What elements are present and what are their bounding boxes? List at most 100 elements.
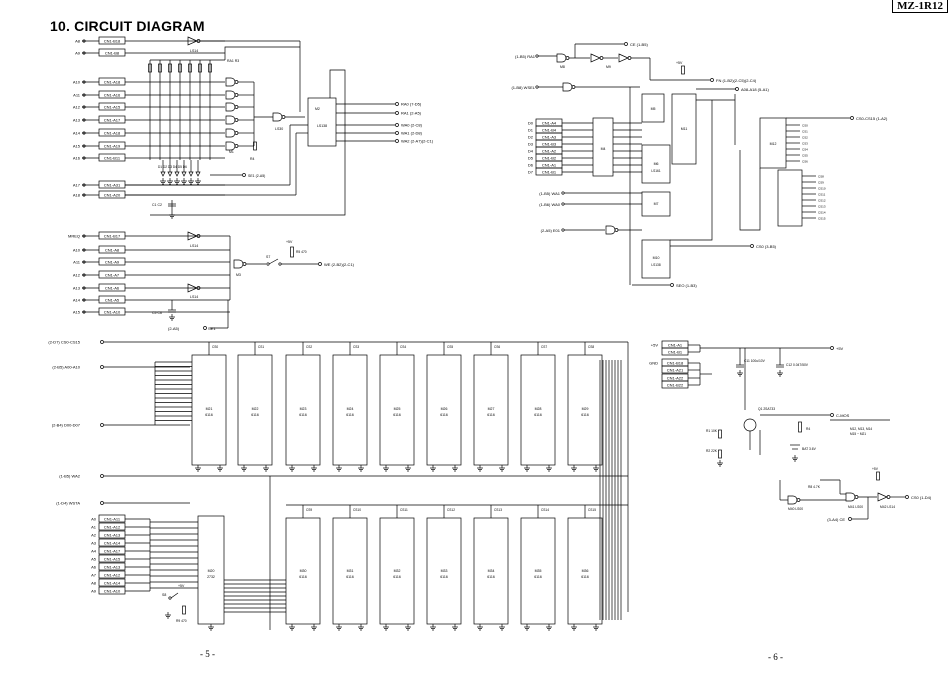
cs-label: CS2 xyxy=(802,136,808,140)
buffer-gate-symbol xyxy=(590,53,601,63)
ground-symbol xyxy=(405,624,411,631)
cs-label: CS13 xyxy=(818,205,826,209)
ic-m10 xyxy=(641,239,671,279)
ground-symbol xyxy=(311,624,317,631)
pullup-resistor xyxy=(178,63,182,73)
connector-pin-label: CN1-A22 xyxy=(667,376,684,381)
ground-symbol xyxy=(195,178,201,185)
input-signal-label: D4 xyxy=(528,149,534,154)
inverter-bubble xyxy=(196,286,201,290)
input-terminal xyxy=(535,85,539,89)
connector-pin-label: CN1-B18 xyxy=(667,361,684,366)
wire xyxy=(670,100,713,241)
connector-pin-label: CN1-A9 xyxy=(105,260,120,265)
connector-pin-label: CN1-A11 xyxy=(104,517,121,522)
part-ref-label: D1 D2 D3 D4 D5 D6 xyxy=(158,165,187,169)
ic-ref-label: M29 xyxy=(582,407,589,411)
ground-symbol xyxy=(160,178,166,185)
output-signal-label: WE (2-B2)(2-C1) xyxy=(324,262,355,267)
input-signal-label: A12 xyxy=(73,105,81,110)
output-signal-label: CS0 (3-B5) xyxy=(756,244,777,249)
ic-ref-label: M31 xyxy=(347,569,354,573)
ic-ref-label: M6 xyxy=(654,162,659,166)
output-terminal xyxy=(905,495,909,499)
connector-pin-label: CN1-A16 xyxy=(104,93,121,98)
part-ref-label: M40 LS00 xyxy=(788,507,803,511)
ground-symbol xyxy=(165,612,171,619)
input-terminal xyxy=(82,80,86,84)
pullup-resistor xyxy=(158,63,162,73)
ic-ref-label: M24 xyxy=(347,407,354,411)
ground-symbol xyxy=(289,465,295,472)
connector-pin-label: CN1-A13 xyxy=(104,565,121,570)
ground-symbol xyxy=(571,465,577,472)
input-signal-label: (1-B6) WA0 xyxy=(539,202,561,207)
connector-pin-label: CN1-A17 xyxy=(104,118,121,123)
ic-ref-label: M7 xyxy=(654,202,659,206)
output-signal-label: +5V xyxy=(836,346,844,351)
pullup-resistor xyxy=(148,63,152,73)
input-terminal xyxy=(82,131,86,135)
output-terminal xyxy=(318,262,322,266)
ic-type-label: 6116 xyxy=(487,413,495,417)
cs-label: CS15 xyxy=(818,217,826,221)
output-signal-label: FN (1-B2)(2-C5)(2-C4) xyxy=(716,78,757,83)
transistor-symbol xyxy=(743,418,757,432)
output-signal-label: A08-A18 (5-A1) xyxy=(741,87,769,92)
connector-pin-label: CN1-B1 xyxy=(668,350,683,355)
cs-label: CS4 xyxy=(400,345,406,349)
cs-label: CS11 xyxy=(400,508,408,512)
buffer-gate-symbol xyxy=(877,492,888,502)
resistor-symbol xyxy=(253,141,257,151)
part-ref-label: Q1 2SA733 xyxy=(758,407,775,411)
connector-pin-label: CN1-A18 xyxy=(104,131,121,136)
connector-pin-label: CN1-B2 xyxy=(542,156,557,161)
ground-symbol xyxy=(452,624,458,631)
ground-symbol xyxy=(174,178,180,185)
connector-pin-box xyxy=(661,365,689,374)
counter-ic-ls161 xyxy=(641,144,671,184)
connector-pin-box xyxy=(98,115,126,124)
latch-ic-ls244 xyxy=(592,117,614,177)
input-signal-label: D2 xyxy=(528,135,534,140)
cs-label: CS8 xyxy=(818,175,824,179)
resistor-symbol xyxy=(718,449,722,459)
connector-pin-box xyxy=(98,190,126,199)
input-terminal xyxy=(82,193,86,197)
ground-symbol xyxy=(195,465,201,472)
cs-label: CS13 xyxy=(494,508,502,512)
resistor-symbol xyxy=(718,429,722,439)
inverter-bubble xyxy=(614,228,619,232)
switch-contact xyxy=(168,596,172,600)
ground-symbol xyxy=(593,624,599,631)
nand-gate-symbol xyxy=(556,53,567,63)
connector-pin-box xyxy=(98,546,126,555)
input-signal-label: A10 xyxy=(73,248,81,253)
ic-type-label: 6116 xyxy=(299,575,307,579)
ic-ref-label: M9 xyxy=(606,65,611,69)
input-signal-label: A15 xyxy=(73,144,81,149)
switch-contact xyxy=(266,262,270,266)
part-ref-label: C1 C2 xyxy=(152,203,162,207)
ic-ref-label: M32 xyxy=(394,569,401,573)
bus-signal-label: (2-D7) CS0-CS15 xyxy=(48,340,80,345)
right-page-number: - 6 - xyxy=(768,652,783,662)
inverter-bubble xyxy=(234,93,239,97)
input-signal-label: A3 xyxy=(91,541,97,546)
ic-ref-label: M30 xyxy=(300,569,307,573)
connector-pin-box xyxy=(98,283,126,292)
cs-label: CS10 xyxy=(353,508,361,512)
connector-pin-box xyxy=(98,257,126,266)
input-terminal xyxy=(82,118,86,122)
nand-gate-symbol xyxy=(225,90,236,100)
ground-symbol xyxy=(181,178,187,185)
ic-type-label: 6116 xyxy=(393,575,401,579)
ground-symbol xyxy=(546,624,552,631)
input-signal-label: (1-B5) WA1 xyxy=(539,191,561,196)
inverter-bubble xyxy=(234,118,239,122)
decoder-ic-ls138 xyxy=(307,97,337,147)
part-ref-label: M41 LS00 xyxy=(848,505,863,509)
input-terminal xyxy=(82,39,86,43)
ic-type-label: 6116 xyxy=(205,413,213,417)
